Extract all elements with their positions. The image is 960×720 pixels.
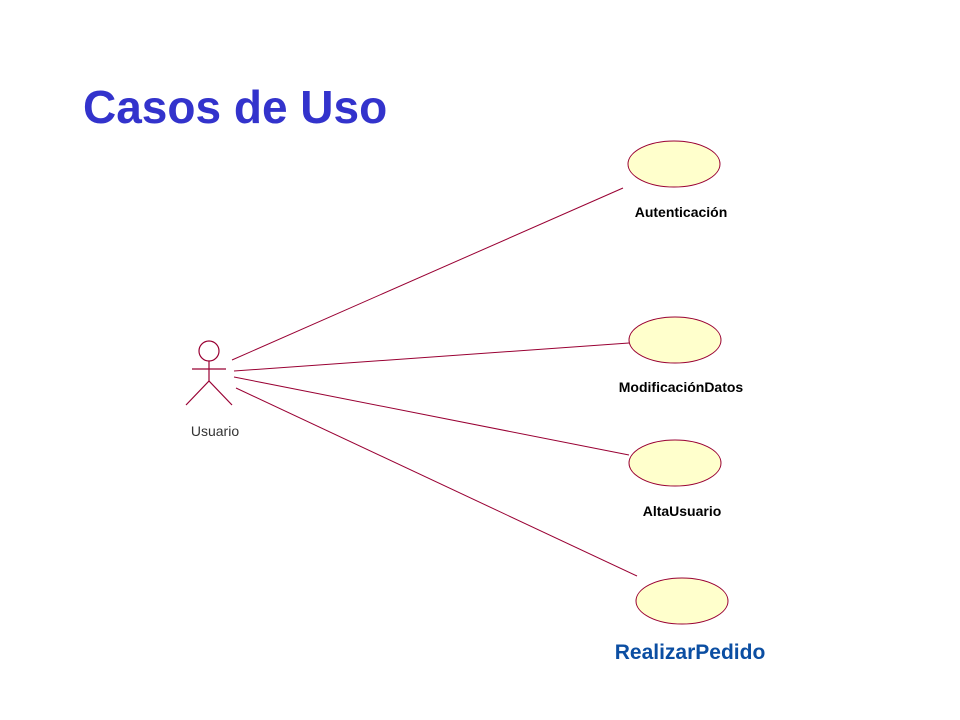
page-title: Casos de Uso bbox=[83, 81, 388, 133]
association-line-autenticacion[interactable] bbox=[231, 187, 624, 361]
use-case-autenticacion-ellipse[interactable] bbox=[627, 140, 721, 188]
use-case-realizarpedido-ellipse[interactable] bbox=[635, 577, 729, 625]
stick-figure-actor-icon[interactable] bbox=[185, 340, 233, 406]
use-case-altausuario-label: AltaUsuario bbox=[643, 503, 722, 519]
association-line-realizarpedido[interactable] bbox=[235, 387, 638, 577]
use-case-altausuario-ellipse[interactable] bbox=[628, 439, 722, 487]
use-case-realizarpedido-label: RealizarPedido bbox=[615, 641, 766, 664]
use-case-modificaciondatos-ellipse[interactable] bbox=[628, 316, 722, 364]
use-case-modificaciondatos-label: ModificaciónDatos bbox=[619, 379, 744, 395]
association-line-altausuario[interactable] bbox=[233, 376, 630, 456]
association-line-modificaciondatos[interactable] bbox=[233, 342, 630, 372]
use-case-autenticacion-label: Autenticación bbox=[635, 204, 728, 220]
actor-label: Usuario bbox=[191, 423, 239, 439]
